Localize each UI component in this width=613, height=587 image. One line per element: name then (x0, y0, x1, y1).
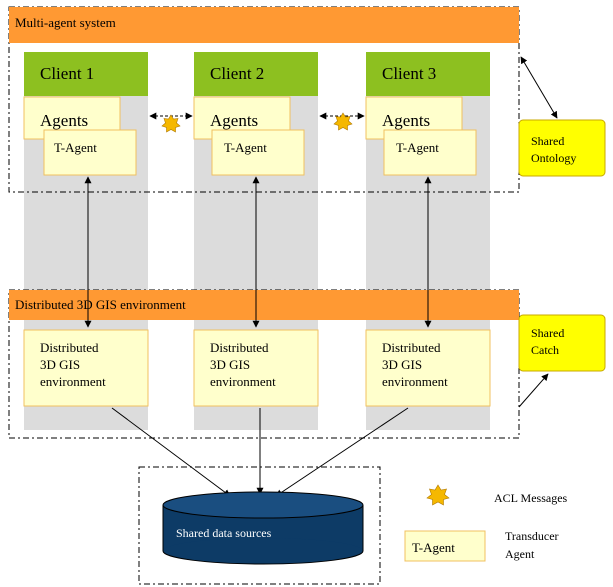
gis-data-arrow-1 (111, 407, 231, 497)
gis-node-1-line3: environment (40, 374, 106, 389)
gis-node-2-line2: 3D GIS (210, 357, 250, 372)
gis-node-2-line3: environment (210, 374, 276, 389)
gis-header-bar (9, 290, 519, 320)
tagent-label-3: T-Agent (396, 140, 439, 155)
data-sources-group (138, 466, 381, 585)
legend-tagent-line1: Transducer (505, 529, 559, 543)
client-2-label: Client 2 (210, 64, 264, 83)
gis-node-3 (365, 329, 491, 407)
tagent-box-2 (211, 129, 305, 176)
agents-label-2: Agents (210, 111, 258, 130)
gis-node-3-line1: Distributed (382, 340, 441, 355)
shared-data-sources-label: Shared data sources (176, 526, 272, 540)
gis-node-2-line1: Distributed (210, 340, 269, 355)
gis-data-arrow-3 (275, 407, 409, 497)
shared-catch-line2: Catch (531, 343, 559, 357)
tagent-box-1 (43, 129, 137, 176)
gis-node-2 (193, 329, 319, 407)
gis-node-3-line2: 3D GIS (382, 357, 422, 372)
tagent-box-3 (383, 129, 477, 176)
shared-catch-box (518, 314, 606, 372)
shared-data-sources-cylinder (162, 491, 364, 565)
ontology-arrow (520, 56, 558, 119)
tagent-label-1: T-Agent (54, 140, 97, 155)
client-2-header (194, 52, 318, 96)
gis-node-1-line2: 3D GIS (40, 357, 80, 372)
multi-agent-header-bar (9, 7, 519, 43)
legend-tagent-box-label: T-Agent (412, 540, 455, 555)
legend-tagent-line2: Agent (505, 547, 535, 561)
catch-arrow (518, 373, 549, 408)
gis-node-1 (23, 329, 149, 407)
shared-ontology-line1: Shared (531, 134, 564, 148)
shared-ontology-box (518, 119, 606, 177)
acl-message-icon (319, 112, 365, 131)
agents-label-3: Agents (382, 111, 430, 130)
legend-tagent-box (404, 530, 486, 562)
shared-ontology-line2: Ontology (531, 151, 576, 165)
multi-agent-header: Multi-agent system (15, 15, 116, 30)
client-3-label: Client 3 (382, 64, 436, 83)
legend: ACL Messages T-Agent Transducer Agent (404, 484, 568, 562)
legend-acl-label: ACL Messages (494, 491, 568, 505)
agents-label-1: Agents (40, 111, 88, 130)
shared-catch-line1: Shared (531, 326, 564, 340)
legend-acl-icon (426, 484, 450, 506)
acl-message-icon (149, 112, 193, 133)
tagent-label-2: T-Agent (224, 140, 267, 155)
gis-header: Distributed 3D GIS environment (15, 297, 186, 312)
gis-node-1-line1: Distributed (40, 340, 99, 355)
gis-node-3-line3: environment (382, 374, 448, 389)
client-1-label: Client 1 (40, 64, 94, 83)
client-3-header (366, 52, 490, 96)
client-1-header (24, 52, 148, 96)
